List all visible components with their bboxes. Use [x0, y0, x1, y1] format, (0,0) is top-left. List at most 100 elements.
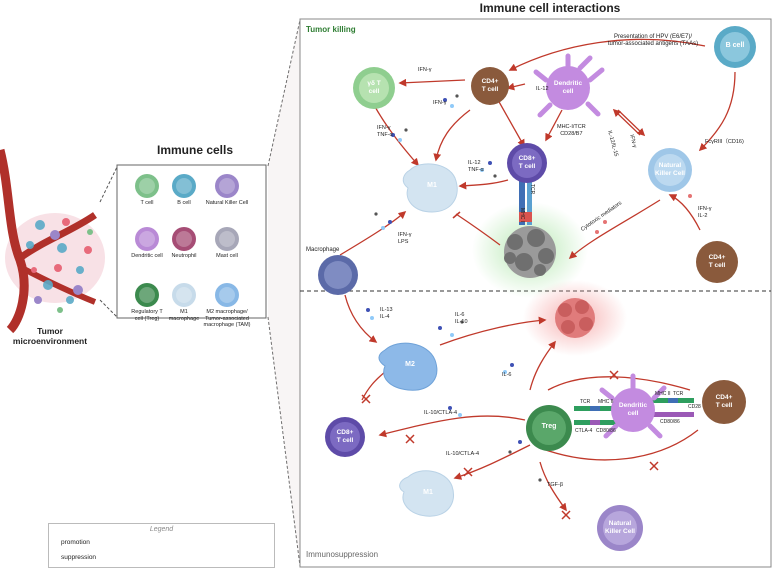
macrophage-label: Macrophage — [306, 247, 340, 253]
immune-cell-interactions-title: Immune cell interactions — [479, 1, 621, 15]
cd28-right-label: CD28 — [688, 404, 701, 410]
hpv-label: Presentation of HPV (E6/E7)/ tumor-assoc… — [607, 34, 699, 47]
tcr-right-label: TCR — [673, 391, 684, 397]
cytokine-dots — [366, 94, 692, 482]
panel-cell-icon-inner-2 — [219, 178, 235, 194]
tumor-microenvironment-label: Tumor microenvironment — [12, 326, 88, 346]
panel-cell-icon-inner-7 — [176, 287, 192, 303]
ifn-il2-label: IFN-γ IL-2 — [698, 206, 712, 219]
arrows-bottom — [344, 294, 699, 512]
dendritic-bottom-label: Dendritic cell — [618, 402, 648, 417]
panel-cell-label-4: Neutrophil — [171, 253, 197, 259]
legend-suppression-label: suppression — [61, 554, 97, 561]
panel-cell-icon-inner-8 — [219, 287, 235, 303]
tcr-vertical-label: TCR — [529, 184, 535, 195]
dendritic-cell-bottom — [599, 373, 667, 439]
il12-top-label: IL-12 — [536, 86, 549, 92]
cd80-86-bottom-label: CD80/86 — [596, 428, 616, 434]
b-cell-label: B cell — [725, 42, 745, 49]
panel-cell-icon-1 — [172, 174, 196, 198]
cd80-86-right-label: CD80/86 — [660, 419, 680, 425]
fcy-label: FcγRIII（CD16) — [705, 139, 744, 145]
il10-ctla-label-1: IL-10/CTLA-4 — [424, 410, 458, 416]
m1-top-label: M1 — [427, 182, 437, 189]
panel-cell-icon-inner-5 — [219, 231, 235, 247]
treg-label: Treg — [541, 423, 557, 430]
panel-cell-label-2: Natural Killer Cell — [205, 200, 249, 206]
panel-cell-icon-inner-6 — [139, 287, 155, 303]
cd4-right-label: CD4+ T cell — [708, 254, 726, 269]
cd4-top-label: CD4+ T cell — [481, 78, 499, 93]
immune-cells-title: Immune cells — [156, 143, 234, 157]
panel-cell-icon-inner-0 — [139, 178, 155, 194]
m2-label: M2 — [405, 361, 415, 368]
m1-bottom-label: M1 — [423, 489, 433, 496]
panel-cell-icon-inner-4 — [176, 231, 192, 247]
mhcii-right-label: MHC II — [655, 391, 671, 397]
nk-top-label: Natural Killer Cell — [655, 162, 685, 177]
ifn-tnf-label: IFN-γ TNF-α — [377, 125, 393, 138]
cd8-bottom-label: CD8+ T cell — [336, 429, 354, 444]
panel-cell-icon-6 — [135, 283, 159, 307]
mhc-vertical-label: MHC I — [519, 208, 525, 223]
panel-cell-icon-inner-1 — [176, 178, 192, 194]
arrows-top — [339, 38, 736, 260]
m2-macrophage — [378, 342, 438, 391]
il12-tnf-label: IL-12 TNF-α — [468, 160, 484, 173]
panel-cell-icon-8 — [215, 283, 239, 307]
cd4-bottom-right-label: CD4+ T cell — [715, 394, 733, 409]
mhc-tcr-label: MHC-I/TCR CD28/B7 — [557, 124, 586, 137]
il6-label: IL-6 — [502, 372, 512, 378]
cd8-top-label: CD8+ T cell — [518, 155, 536, 170]
panel-cell-icon-3 — [135, 227, 159, 251]
panel-cell-label-3: Dendritic cell — [131, 253, 163, 259]
macrophage — [318, 255, 358, 295]
panel-cell-icon-5 — [215, 227, 239, 251]
tumor-microenvironment-illustration — [0, 148, 105, 334]
receptor-bars — [574, 398, 694, 425]
immunosuppression-label: Immunosuppression — [306, 550, 379, 559]
tgf-label: TGF-β — [547, 482, 563, 488]
tcr-mhc-stalk — [519, 180, 532, 225]
cd4-t-cell-top — [471, 67, 509, 105]
panel-cell-label-7: M1 macrophage — [168, 309, 200, 322]
ifn-g-label-1: IFN-γ — [418, 67, 432, 73]
suppression-lines-top — [452, 211, 461, 219]
panel-cell-icon-2 — [215, 174, 239, 198]
cd4-t-cell-right — [696, 241, 738, 283]
cells — [318, 26, 756, 551]
immune-cells-panel-icons — [135, 174, 239, 307]
m1-macrophage-top — [402, 163, 458, 213]
panel-cell-icon-4 — [172, 227, 196, 251]
legend: Legend promotion suppression — [48, 523, 275, 568]
cd4-t-cell-bottom-right — [702, 380, 746, 424]
ifn-g-label-2: IFN-γ — [433, 100, 447, 106]
tumor-cluster-gray — [504, 226, 556, 278]
panel-cell-icon-0 — [135, 174, 159, 198]
tcr-bottom-label: TCR — [580, 399, 591, 405]
suppression-crosses — [361, 370, 659, 520]
il6-il10-label: IL-6 IL-10 — [455, 312, 468, 325]
dendritic-top-label: Dendritic cell — [553, 80, 583, 95]
tumor-killing-label: Tumor killing — [306, 25, 356, 34]
panel-cell-label-0: T cell — [140, 200, 154, 206]
m1-macrophage-bottom — [399, 470, 454, 517]
legend-promotion-label: promotion — [61, 539, 90, 546]
panel-cell-label-1: B cell — [177, 200, 191, 206]
ctla4-bottom-label: CTLA-4 — [575, 428, 593, 434]
legend-title: Legend — [149, 526, 174, 533]
panel-cell-label-6: Regulatory T cell (Treg) — [131, 309, 163, 322]
tumor-cluster-red — [555, 298, 595, 338]
panel-cell-icon-inner-3 — [139, 231, 155, 247]
il13-il4-label: IL-13 IL-4 — [380, 307, 393, 320]
mhcii-bottom-label: MHC II — [598, 399, 614, 405]
dendritic-cell-top — [533, 53, 605, 118]
panel-cell-label-5: Mast cell — [216, 253, 238, 259]
nk-bottom-label: Natural Killer Cell — [605, 520, 635, 535]
il10-ctla-label-2: IL-10/CTLA-4 — [446, 451, 480, 457]
panel-cell-icon-7 — [172, 283, 196, 307]
gd-t-label: γδ T cell — [367, 80, 381, 95]
ifn-lps-label: IFN-γ LPS — [398, 232, 412, 245]
panel-cell-label-8: M2 macrophage/ Tumor-associated macropha… — [203, 309, 251, 328]
